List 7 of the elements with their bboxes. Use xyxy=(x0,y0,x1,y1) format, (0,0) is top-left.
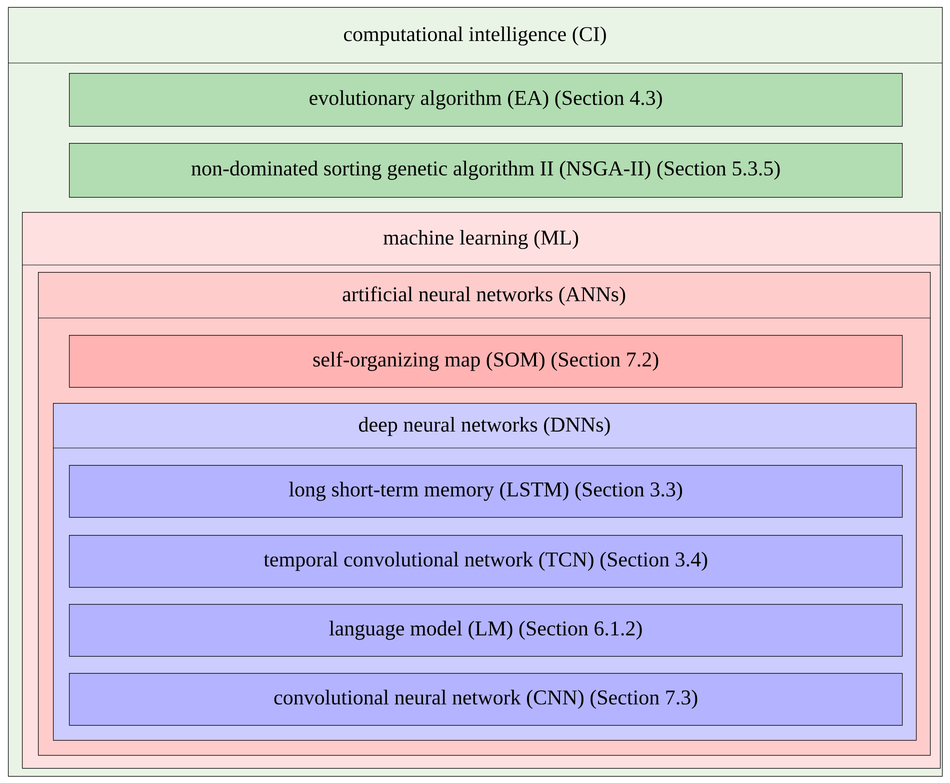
item-box: language model (LM) (Section 6.1.2) xyxy=(69,604,903,657)
item-box: convolutional neural network (CNN) (Section 7.3) xyxy=(69,673,903,726)
item-box: evolutionary algorithm (EA) (Section 4.3) xyxy=(69,73,903,127)
item-box: self-organizing map (SOM) (Section 7.2) xyxy=(69,335,903,388)
item-box: temporal convolutional network (TCN) (Section 3.4) xyxy=(69,535,903,588)
item-box: non-dominated sorting genetic algorithm II (NSGA-II) (Section 5.3.5) xyxy=(69,143,903,198)
item-box: long short-term memory (LSTM) (Section 3.3) xyxy=(69,465,903,518)
